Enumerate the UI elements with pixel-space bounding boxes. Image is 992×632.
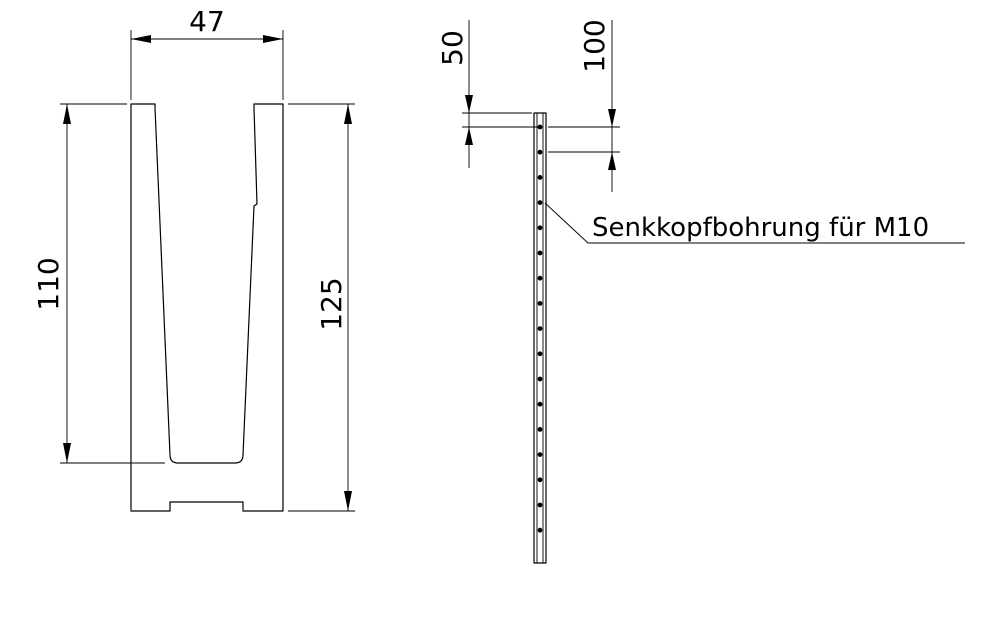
hole-marker: [537, 149, 543, 155]
hole-marker: [537, 401, 543, 407]
callout-label: Senkkopfbohrung für M10: [592, 213, 929, 243]
front-view-profile: [130, 103, 284, 512]
rail-outline: [533, 112, 547, 564]
hole-marker: [537, 250, 543, 256]
dimension-side-offset: 50: [436, 20, 540, 168]
dimension-side-spacing-label: 100: [578, 19, 611, 72]
hole-marker: [537, 275, 543, 281]
hole-marker: [537, 502, 543, 508]
dimension-side-offset-label: 50: [436, 30, 469, 66]
hole-marker: [537, 175, 543, 180]
hole-marker: [537, 326, 543, 331]
dimension-total-height-label: 125: [315, 277, 348, 330]
hole-marker: [537, 376, 543, 382]
hole-marker: [537, 301, 543, 306]
dimension-inner-height-label: 110: [32, 257, 65, 310]
dimension-inner-height: 110: [32, 103, 165, 464]
dimension-width-label: 47: [189, 5, 225, 38]
hole-marker: [537, 427, 543, 432]
hole-marker: [537, 527, 543, 533]
dimension-width: 47: [130, 5, 284, 100]
hole-marker: [537, 452, 543, 457]
profile-outline: [130, 103, 284, 512]
callout: Senkkopfbohrung für M10: [544, 202, 965, 244]
hole-marker: [537, 200, 543, 206]
hole-marker: [537, 225, 543, 231]
dimension-side-spacing: 100: [548, 19, 620, 192]
dimension-total-height: 125: [288, 103, 355, 512]
countersunk-holes: [537, 124, 543, 533]
hole-marker: [537, 477, 543, 483]
hole-marker: [537, 351, 543, 357]
side-view-rail: [533, 112, 547, 564]
